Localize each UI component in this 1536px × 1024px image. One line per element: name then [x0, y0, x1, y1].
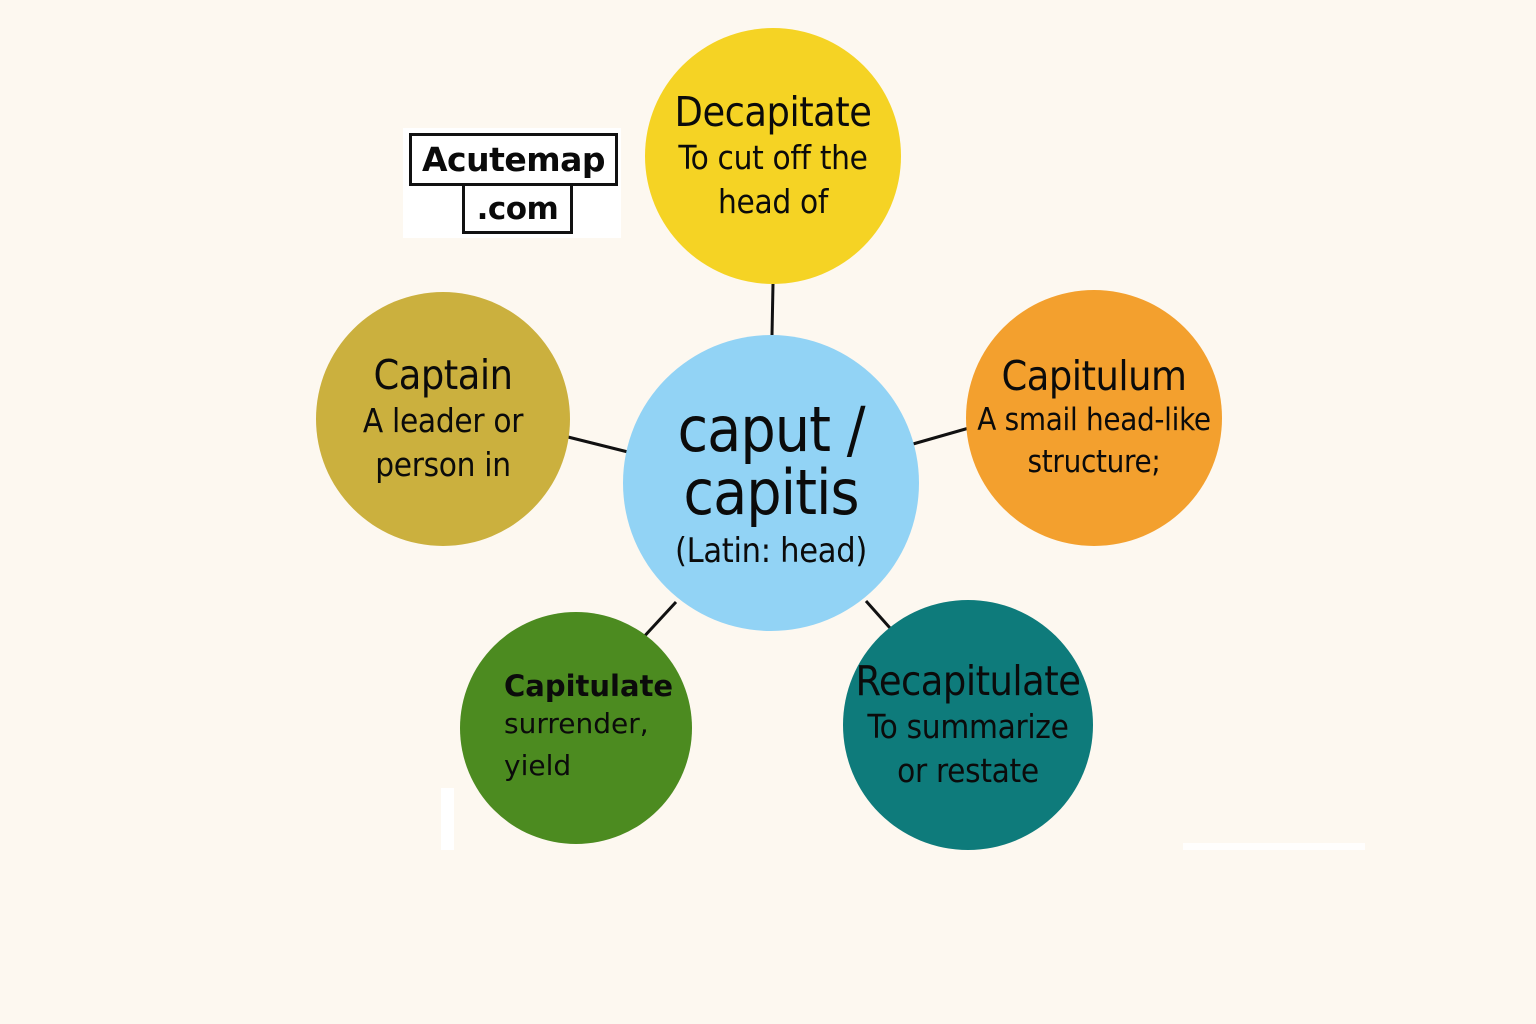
connector-center-to-decapitate — [770, 283, 775, 336]
node-circle-captain[interactable] — [316, 292, 570, 546]
node-circle-center-root[interactable] — [623, 335, 919, 631]
watermark-name-text: Acutemap — [421, 140, 606, 179]
watermark-tld-box: .com — [462, 183, 573, 234]
connector-group — [567, 283, 970, 643]
node-circle-capitulum[interactable] — [966, 290, 1222, 546]
node-circle-recapitulate[interactable] — [843, 600, 1093, 850]
connector-center-to-capitulate — [638, 600, 678, 643]
watermark-acutemap: Acutemap .com — [403, 128, 621, 238]
connector-center-to-captain — [567, 435, 629, 454]
node-circle-decapitate[interactable] — [645, 28, 901, 284]
node-circle-capitulate[interactable] — [460, 612, 692, 844]
watermark-name-box: Acutemap — [409, 133, 618, 186]
connector-center-to-capitulum — [905, 426, 970, 448]
watermark-tld-text: .com — [476, 190, 559, 227]
